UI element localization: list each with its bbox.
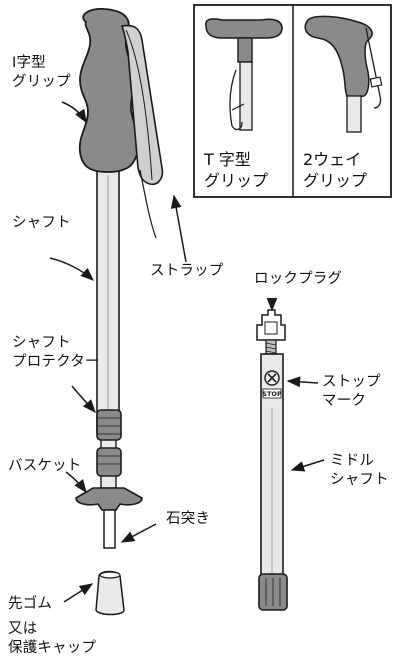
basket [75,487,143,511]
two-way-grip [304,15,383,133]
label-lock-plug: ロックプラグ [254,271,343,287]
arrow-ishizuki [120,523,157,543]
arrow-rubber-tip [63,583,94,603]
arrows [49,101,325,603]
strap [120,24,164,186]
label-middle-shaft: ミドル シャフト [330,453,389,488]
upper-collar [96,409,122,441]
arrow-shaft [49,257,94,281]
label-stop-mark: ストップ マーク [322,374,381,409]
ishizuki-tip [103,509,116,549]
lower-collar [96,447,122,477]
arrow-strap [170,194,187,263]
arrow-stop-mark [286,376,319,388]
label-protective-cap: 又は 保護キャップ [8,621,97,656]
label-t-grip: T 字型 グリップ [204,150,269,190]
label-ishizuki: 石突き [166,511,211,527]
stop-text: STOP [262,390,282,398]
screw-thread [265,339,277,355]
strap-cord [139,169,157,239]
label-rubber-tip: 先ゴム [8,596,53,612]
arrow-middle-shaft [290,459,325,472]
arrow-shaft-protector [71,385,96,414]
stop-plate [262,388,282,399]
label-strap: ストラップ [150,263,224,279]
arrow-basket [65,471,87,494]
grip-types-inset [193,4,392,198]
middle-shaft-part: STOP [256,309,288,611]
t-grip [205,18,283,131]
label-shaft: シャフト [12,215,71,231]
label-two-way-grip: 2ウェイ グリップ [303,150,368,190]
main-pole [75,8,164,616]
label-shaft-protector: シャフト プロテクター [12,335,100,370]
label-i-grip: I字型 グリップ [12,55,71,90]
arrow-i-grip [61,101,87,124]
label-basket: バスケット [8,458,82,474]
